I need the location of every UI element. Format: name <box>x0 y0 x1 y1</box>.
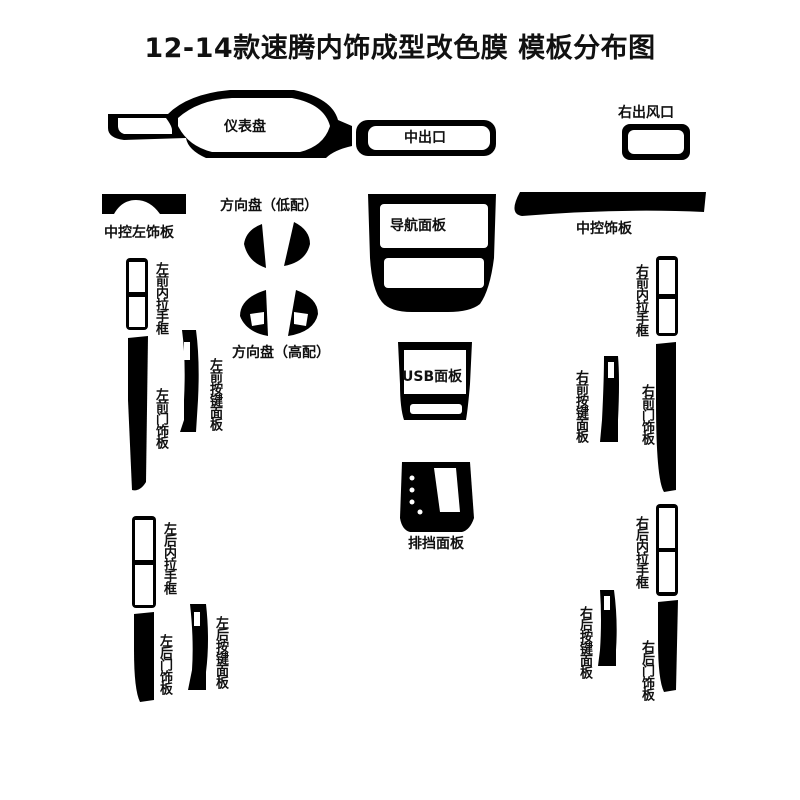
left-rear-door-shapes <box>132 516 208 702</box>
label-rr-inner-handle: 右后内拉手框 <box>633 516 648 588</box>
label-steering-high: 方向盘（高配） <box>232 345 330 361</box>
label-rr-button-panel: 右后按键面板 <box>577 606 592 678</box>
label-center-trim: 中控饰板 <box>576 221 632 237</box>
shift-panel-shape <box>400 462 474 532</box>
label-center-left-trim: 中控左饰板 <box>104 225 174 241</box>
label-lr-door-trim: 左后门饰板 <box>157 634 172 694</box>
nav-panel-shape <box>368 194 496 312</box>
left-front-door-shapes <box>126 258 199 491</box>
usb-panel-shape <box>398 342 472 420</box>
label-lf-door-trim: 左前门饰板 <box>153 388 168 448</box>
steering-high-shapes <box>240 290 318 336</box>
label-steering-low: 方向盘（低配） <box>220 198 318 214</box>
label-right-vent: 右出风口 <box>618 105 674 121</box>
label-lf-inner-handle: 左前内拉手框 <box>153 262 168 334</box>
right-front-door-shapes <box>600 256 678 492</box>
label-rf-door-trim: 右前门饰板 <box>639 384 654 444</box>
label-rf-button-panel: 右前按键面板 <box>573 370 588 442</box>
center-left-trim-shape <box>102 194 186 214</box>
center-vent-shape <box>356 120 496 156</box>
label-shift-panel: 排挡面板 <box>408 536 464 552</box>
page-title: 12-14款速腾内饰成型改色膜 模板分布图 <box>144 33 656 64</box>
label-usb-panel: USB面板 <box>402 369 463 385</box>
center-trim-shape <box>514 192 706 216</box>
label-center-vent: 中出口 <box>404 130 446 146</box>
instrument-panel-shape <box>108 90 352 158</box>
label-nav-panel: 导航面板 <box>390 218 446 234</box>
right-vent-shape <box>622 124 690 160</box>
right-rear-door-shapes <box>598 504 678 692</box>
label-lr-inner-handle: 左后内拉手框 <box>161 522 176 594</box>
label-lf-button-panel: 左前按键面板 <box>207 358 222 430</box>
label-rr-door-trim: 右后门饰板 <box>639 640 654 700</box>
steering-low-shapes <box>244 222 310 268</box>
label-instrument-panel: 仪表盘 <box>224 119 266 135</box>
label-rf-inner-handle: 右前内拉手框 <box>633 264 648 336</box>
label-lr-button-panel: 左后按键面板 <box>213 616 228 688</box>
